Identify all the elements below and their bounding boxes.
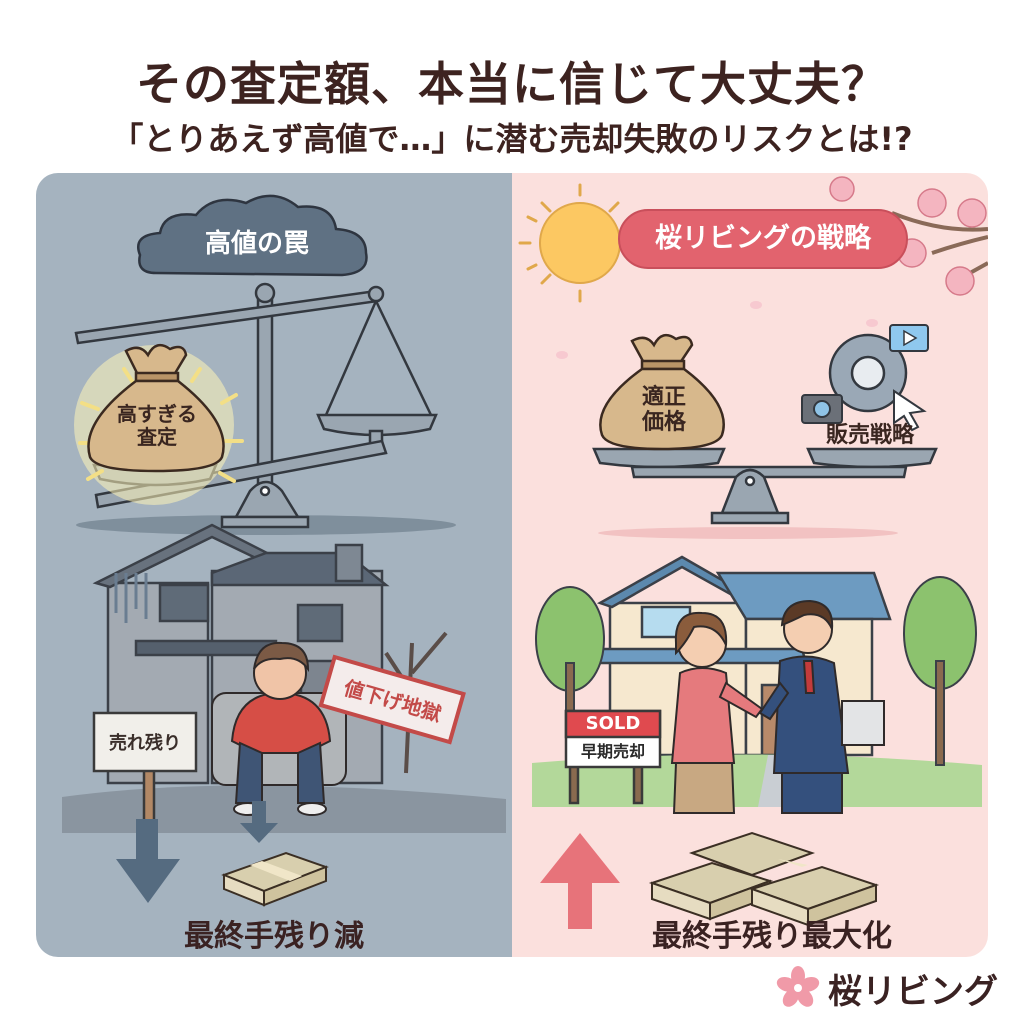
down-arrow-large-icon [116,819,180,903]
gear-icon [828,333,908,413]
money-bag-icon [599,333,725,451]
video-play-icon [889,324,929,352]
unsold-sign-label: 売れ残り [109,733,181,754]
brand-name: 桜リビング [828,971,998,1012]
worried-person-icon [211,641,347,816]
money-bag-icon [87,343,225,473]
main-title: その査定額、本当に信じて大丈夫？ [136,57,888,111]
unsold-sign [92,711,198,833]
strategy-heading: 桜リビングの戦略 [618,209,908,269]
sales-strategy-label: 販売戦略 [825,423,914,448]
left-panel-high-price-trap: 高値の罠 高すぎる 査定 売れ残り 値下げ地獄 最終手残り減 [36,173,512,957]
price-cut-sign [318,654,466,745]
tilted-balance-scale-icon [74,282,456,535]
up-arrow-icon [540,833,620,929]
camera-icon [801,394,843,424]
reduced-proceeds-label: 最終手残り減 [184,919,364,954]
right-illustration [518,176,988,929]
fair-price-bag-label: 適正 価格 [641,385,686,436]
early-sale-sign-label: 早期売却 [580,742,645,761]
trap-heading: 高値の罠 [204,229,309,259]
cash-stack-icon [221,851,329,907]
cash-stacks-icon [648,831,880,927]
tree-icon [535,576,977,766]
agent-businessman-icon [758,599,885,814]
down-arrow-small-icon [240,801,278,843]
storm-cloud-icon [137,194,368,277]
woman-client-icon [670,611,764,814]
sakura-icon [776,966,820,1007]
right-panel-strategy: 桜リビングの戦略 適正 価格 販売戦略 SOLD 早期売却 最終手残り最大化 [512,173,988,957]
cursor-icon [893,389,927,432]
sold-sign-label: SOLD [585,713,641,734]
trap-cloud: 高値の罠 [132,187,382,282]
sold-sign [564,709,662,805]
left-illustration [62,194,506,907]
sun-icon [518,183,621,303]
maximized-proceeds-label: 最終手残り最大化 [652,919,892,954]
overvalued-bag-label: 高すぎる 査定 [117,402,197,449]
balanced-scale-icon [592,447,938,539]
cherry-blossom-branch-icon [556,176,988,359]
rain-icon [114,573,148,623]
brand-logo: 桜リビング [776,963,998,1013]
subtitle: 「とりあえず高値で…」に潜む売却失敗のリスクとは!? [111,120,913,158]
